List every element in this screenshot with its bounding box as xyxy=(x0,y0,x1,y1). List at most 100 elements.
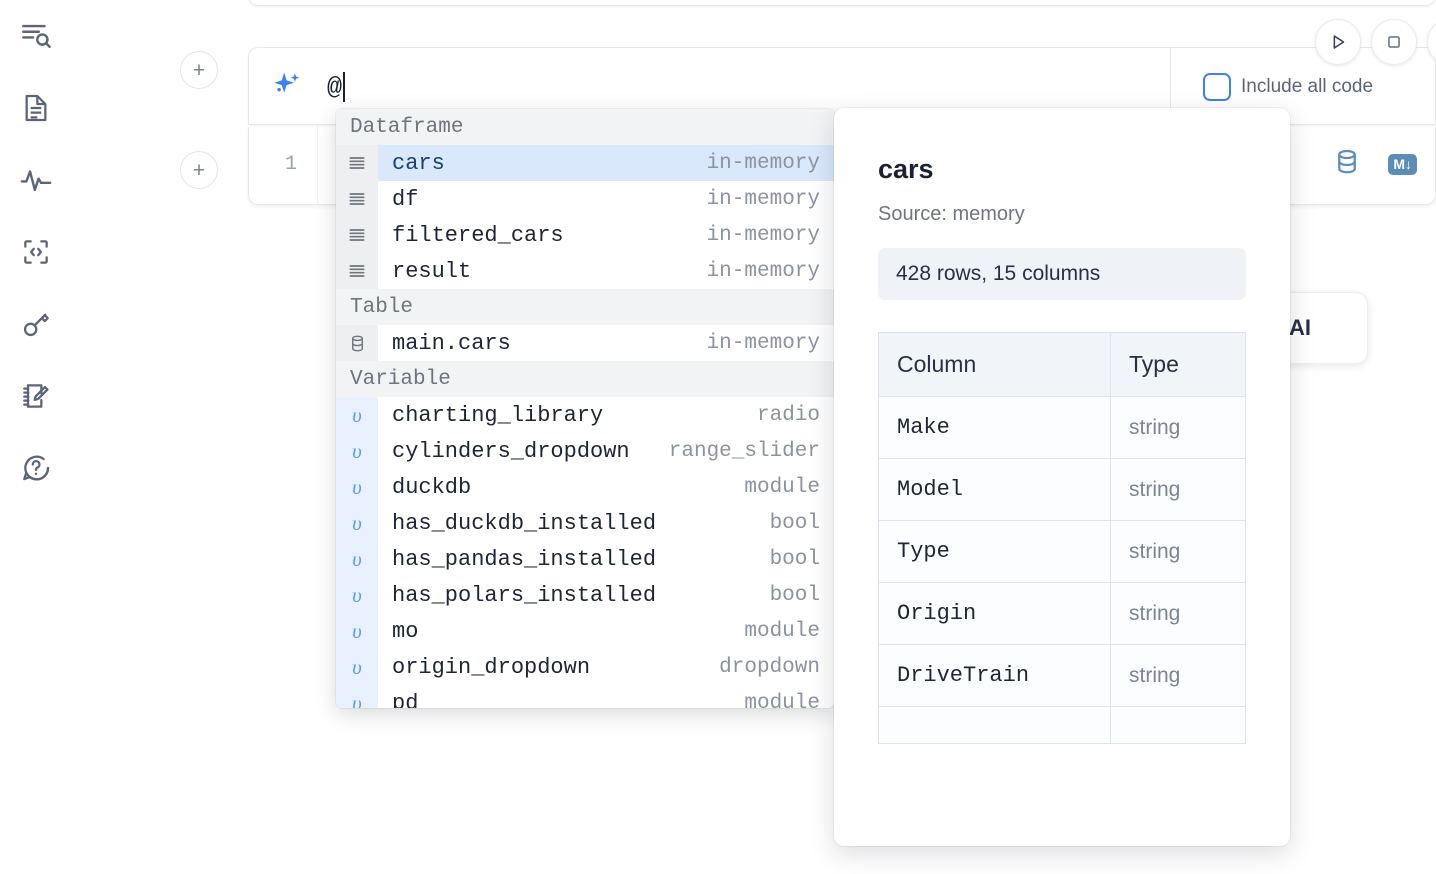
doc-column-type xyxy=(1110,706,1246,744)
autocomplete-item-name: main.cars xyxy=(392,330,511,356)
autocomplete-item-type: module xyxy=(744,475,820,499)
cell-above-partial xyxy=(248,0,1436,6)
autocomplete-item-name: cars xyxy=(392,150,445,176)
line-number: 1 xyxy=(284,153,297,176)
include-all-code-checkbox[interactable] xyxy=(1203,73,1231,101)
ai-bar-divider xyxy=(1170,47,1171,125)
autocomplete-group-header: Dataframe xyxy=(336,109,834,145)
autocomplete-item-name: mo xyxy=(392,618,419,644)
run-button[interactable] xyxy=(1315,19,1361,65)
sparkle-icon[interactable] xyxy=(269,68,305,104)
autocomplete-item-name: has_polars_installed xyxy=(392,582,657,608)
autocomplete-item[interactable]: result in-memory xyxy=(336,253,834,289)
doc-shape-badge: 428 rows, 15 columns xyxy=(878,248,1246,300)
doc-table-header-cell: Type xyxy=(1110,332,1246,397)
autocomplete-group-header: Variable xyxy=(336,361,834,397)
autocomplete-item[interactable]: df in-memory xyxy=(336,181,834,217)
autocomplete-item[interactable]: υ has_pandas_installed bool xyxy=(336,541,834,577)
autocomplete-item-type: radio xyxy=(756,403,820,427)
documentation-panel: cars Source: memory 428 rows, 15 columns… xyxy=(834,108,1290,846)
autocomplete-item-type: in-memory xyxy=(706,187,820,211)
variable-icon: υ xyxy=(336,649,378,685)
doc-column-name: Origin xyxy=(878,582,1111,645)
doc-column-type: string xyxy=(1110,644,1246,707)
scratchpad-icon[interactable] xyxy=(14,374,58,418)
variable-icon: υ xyxy=(336,505,378,541)
autocomplete-item-name: result xyxy=(392,258,472,284)
autocomplete-item-type: module xyxy=(744,691,820,709)
variable-icon: υ xyxy=(336,577,378,613)
variable-icon: υ xyxy=(336,685,378,708)
doc-table-row xyxy=(878,706,1246,744)
dataframe-icon xyxy=(336,145,378,181)
autocomplete-item-type: bool xyxy=(769,547,820,571)
autocomplete-item-type: module xyxy=(744,619,820,643)
autocomplete-item[interactable]: cars in-memory xyxy=(336,145,834,181)
help-chat-icon[interactable] xyxy=(14,446,58,490)
autocomplete-item-type: in-memory xyxy=(706,259,820,283)
variable-icon: υ xyxy=(336,469,378,505)
autocomplete-item-name: cylinders_dropdown xyxy=(392,438,630,464)
doc-table-header-cell: Column xyxy=(878,332,1111,397)
code-brackets-icon[interactable] xyxy=(14,230,58,274)
variable-icon: υ xyxy=(336,613,378,649)
markdown-icon[interactable]: M↓ xyxy=(1388,153,1417,176)
dataframe-icon xyxy=(336,253,378,289)
doc-column-type: string xyxy=(1110,582,1246,645)
activity-icon[interactable] xyxy=(14,158,58,202)
document-icon[interactable] xyxy=(14,86,58,130)
doc-column-type: string xyxy=(1110,520,1246,583)
autocomplete-item-name: df xyxy=(392,186,419,212)
database-icon[interactable] xyxy=(1332,147,1362,182)
variable-icon: υ xyxy=(336,541,378,577)
autocomplete-item-name: pd xyxy=(392,690,419,709)
doc-title: cars xyxy=(878,154,934,184)
autocomplete-dropdown[interactable]: Dataframe cars in-memory df in-memory filtere… xyxy=(336,109,834,708)
doc-source: Source: memory xyxy=(878,203,1025,225)
dataframe-icon xyxy=(336,181,378,217)
autocomplete-group-header: Table xyxy=(336,289,834,325)
include-all-code-label: Include all code xyxy=(1241,76,1374,97)
doc-column-name: Model xyxy=(878,458,1111,521)
cell-gutter-divider xyxy=(317,127,318,205)
doc-column-type: string xyxy=(1110,458,1246,521)
autocomplete-item[interactable]: υ has_duckdb_installed bool xyxy=(336,505,834,541)
doc-column-name xyxy=(878,706,1111,744)
stop-button[interactable] xyxy=(1371,19,1417,65)
ai-prompt-input[interactable]: @ xyxy=(327,48,1367,126)
autocomplete-item-type: in-memory xyxy=(706,151,820,175)
add-cell-button-bottom[interactable]: + xyxy=(180,151,218,189)
include-all-code-toggle[interactable]: Include all code xyxy=(1203,73,1373,101)
variable-icon: υ xyxy=(336,433,378,469)
file-search-icon[interactable] xyxy=(14,14,58,58)
key-icon[interactable] xyxy=(14,302,58,346)
autocomplete-item-type: bool xyxy=(769,511,820,535)
autocomplete-item-name: filtered_cars xyxy=(392,222,564,248)
ai-prompt-value: @ xyxy=(327,72,343,102)
add-cell-button-top[interactable]: + xyxy=(180,51,218,89)
doc-column-type: string xyxy=(1110,396,1246,459)
autocomplete-item-name: duckdb xyxy=(392,474,472,500)
autocomplete-item-name: has_pandas_installed xyxy=(392,546,657,572)
text-caret xyxy=(343,72,346,102)
autocomplete-item-name: has_duckdb_installed xyxy=(392,510,657,536)
left-icon-rail xyxy=(0,0,72,874)
doc-column-name: Type xyxy=(878,520,1111,583)
variable-icon: υ xyxy=(336,397,378,433)
